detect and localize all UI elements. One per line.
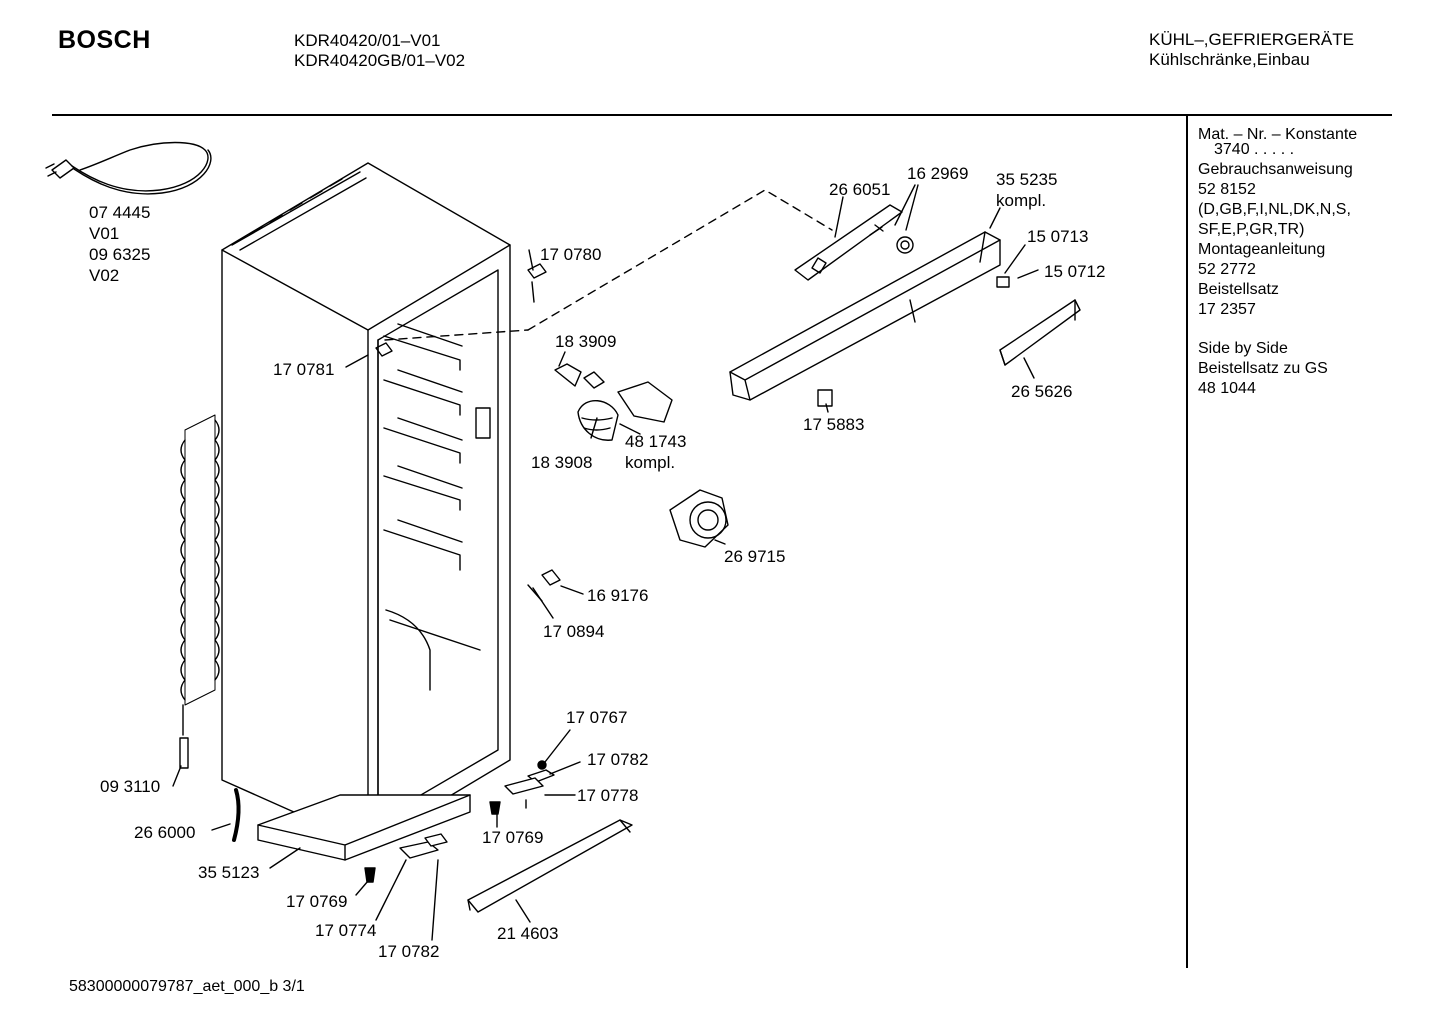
- sidebar-line: Montageanleitung: [1198, 241, 1326, 258]
- part-label: 35 5123: [198, 863, 259, 882]
- sidebar-line: 52 8152: [1198, 181, 1256, 198]
- part-label: 17 0767: [566, 708, 627, 727]
- part-label: 26 5626: [1011, 382, 1072, 401]
- part-label: 21 4603: [497, 924, 558, 943]
- sidebar-line: Beistellsatz zu GS: [1198, 360, 1328, 377]
- part-label: 15 0713: [1027, 227, 1088, 246]
- part-label: V02: [89, 266, 119, 285]
- part-label: 15 0712: [1044, 262, 1105, 281]
- cabinet-drawing: [179, 162, 511, 861]
- part-label: 17 0782: [587, 750, 648, 769]
- document-id: 58300000079787_aet_000_b 3/1: [69, 978, 305, 995]
- part-label: 17 0769: [482, 828, 543, 847]
- part-label: 26 9715: [724, 547, 785, 566]
- part-label: 17 0781: [273, 360, 334, 379]
- sidebar-line: 17 2357: [1198, 301, 1256, 318]
- part-label: 26 6000: [134, 823, 195, 842]
- part-label: 17 0782: [378, 942, 439, 961]
- brand-logo: BOSCH: [58, 26, 151, 54]
- hinge-and-trim-drawing: [364, 760, 633, 913]
- part-label: 17 0769: [286, 892, 347, 911]
- part-label: 16 9176: [587, 586, 648, 605]
- category-title: KÜHL–,GEFRIERGERÄTE: [1149, 30, 1354, 49]
- part-label: 18 3908: [531, 453, 592, 472]
- part-label: 26 6051: [829, 180, 890, 199]
- model-number-1: KDR40420/01–V01: [294, 31, 441, 50]
- part-label: 18 3909: [555, 332, 616, 351]
- part-label: 09 6325: [89, 245, 150, 264]
- control-housing-drawing: [384, 189, 1081, 407]
- constant-value: 3740 . . . . .: [1214, 141, 1295, 158]
- part-label: 17 0894: [543, 622, 604, 641]
- part-label: 16 2969: [907, 164, 968, 183]
- part-label: 35 5235: [996, 170, 1057, 189]
- part-label: 48 1743: [625, 432, 686, 451]
- leader-lines: [172, 184, 1039, 941]
- part-label: 09 3110: [100, 777, 160, 796]
- sidebar-line: Beistellsatz: [1198, 281, 1279, 298]
- part-label: 17 0780: [540, 245, 601, 264]
- constant-label: Mat. – Nr. – Konstante: [1198, 126, 1358, 143]
- part-label: 17 0774: [315, 921, 376, 940]
- part-label: 07 4445: [89, 203, 150, 222]
- power-cord-drawing: [45, 141, 212, 195]
- category-subtitle: Kühlschränke,Einbau: [1149, 50, 1310, 69]
- sidebar-line: Gebrauchsanweisung: [1198, 161, 1353, 178]
- sidebar-line: Side by Side: [1198, 340, 1288, 357]
- part-label: 17 5883: [803, 415, 864, 434]
- part-label: kompl.: [625, 453, 675, 472]
- part-label: 17 0778: [577, 786, 638, 805]
- lamp-and-fan-drawing: [375, 263, 729, 602]
- header-divider: [52, 114, 1392, 116]
- part-label: V01: [89, 224, 119, 243]
- sidebar-line: 52 2772: [1198, 261, 1256, 278]
- sidebar-divider: [1186, 116, 1188, 968]
- sidebar-line: 48 1044: [1198, 380, 1256, 397]
- sidebar-line: (D,GB,F,I,NL,DK,N,S,: [1198, 201, 1351, 218]
- model-number-2: KDR40420GB/01–V02: [294, 51, 466, 70]
- sidebar-line: SF,E,P,GR,TR): [1198, 221, 1305, 238]
- part-label: kompl.: [996, 191, 1046, 210]
- part-labels: 07 4445 V01 09 6325 V02 17 0780 26 6051 …: [89, 164, 1105, 961]
